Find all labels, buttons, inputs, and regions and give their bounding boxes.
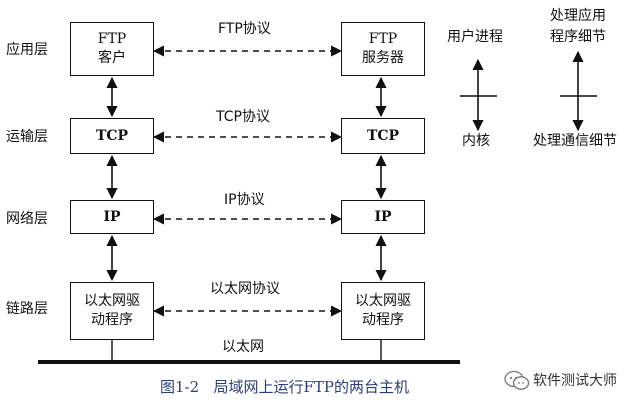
client-driver-label-2: 动程序 [91, 312, 133, 328]
client-ip-label: IP [103, 208, 121, 225]
kernel-label: 内核 [462, 133, 490, 149]
server-tcp-label: TCP [366, 127, 400, 144]
server-ethernet-driver-box: 以太网驱 动程序 [341, 282, 425, 340]
server-ftp-box: FTP 服务器 [341, 22, 425, 76]
app-detail-label-2: 程序细节 [550, 29, 606, 45]
client-driver-label-1: 以太网驱 [84, 293, 140, 309]
server-tcp-box: TCP [341, 118, 425, 154]
comm-detail-label: 处理通信细节 [533, 133, 617, 149]
server-driver-label-2: 动程序 [362, 312, 404, 328]
chat-bubble-icon [504, 370, 530, 390]
user-process-label: 用户进程 [447, 29, 503, 45]
client-ftp-box: FTP 客户 [70, 22, 154, 76]
server-driver-label-1: 以太网驱 [355, 293, 411, 309]
layer-label-application: 应用层 [6, 42, 48, 58]
app-detail-label-1: 处理应用 [550, 8, 606, 24]
client-ftp-sublabel: 客户 [98, 50, 126, 66]
ip-protocol-label: IP协议 [224, 192, 265, 208]
client-tcp-box: TCP [70, 118, 154, 154]
layer-label-network: 网络层 [6, 211, 48, 227]
watermark-label: 软件测试大师 [533, 373, 617, 389]
tcp-protocol-label: TCP协议 [216, 109, 270, 125]
ethernet-bus-label: 以太网 [222, 339, 264, 355]
client-ethernet-driver-box: 以太网驱 动程序 [70, 282, 154, 340]
ethernet-protocol-label: 以太网协议 [210, 281, 280, 297]
layer-label-link: 链路层 [6, 301, 48, 317]
server-ip-label: IP [374, 208, 392, 225]
layer-label-transport: 运输层 [6, 129, 48, 145]
client-tcp-label: TCP [95, 127, 129, 144]
ftp-protocol-label: FTP协议 [218, 21, 271, 37]
client-ip-box: IP [70, 200, 154, 234]
server-ip-box: IP [341, 200, 425, 234]
figure-caption: 图1-2 局域网上运行FTP的两台主机 [160, 378, 409, 396]
server-ftp-sublabel: 服务器 [362, 50, 404, 66]
client-ftp-label: FTP [97, 31, 127, 47]
server-ftp-label: FTP [368, 31, 398, 47]
